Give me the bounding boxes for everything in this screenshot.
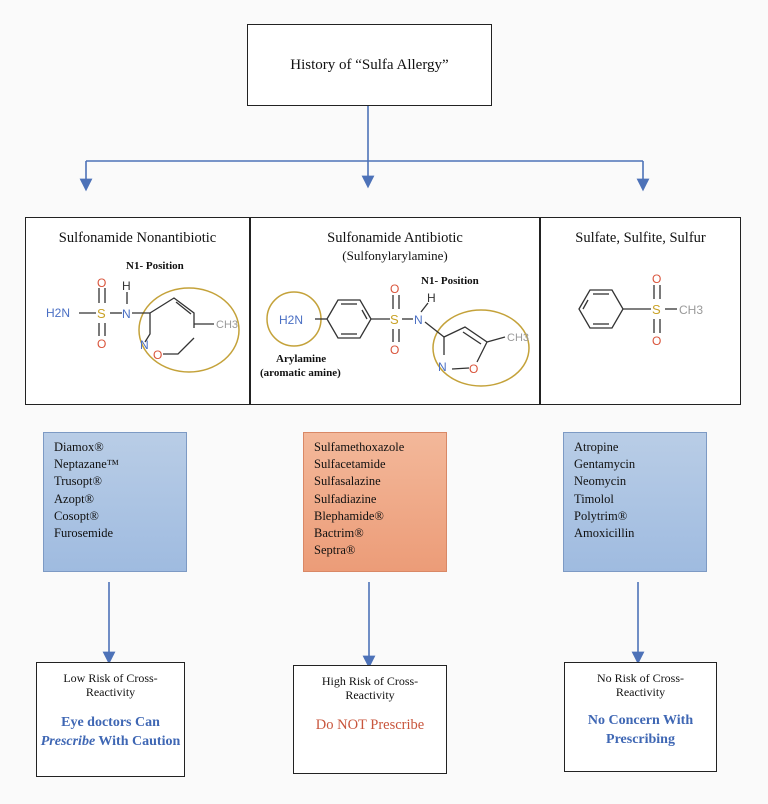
atom-ch3: CH3 bbox=[216, 319, 238, 331]
category-title: Sulfonamide Antibiotic bbox=[327, 230, 463, 246]
arylamine-label: Arylamine bbox=[276, 353, 326, 365]
drug-item: Sulfacetamide bbox=[314, 457, 386, 472]
n1-position-label: N1- Position bbox=[126, 260, 184, 272]
category-nonantibiotic: Sulfonamide Nonantibiotic N1- Position H… bbox=[25, 217, 250, 405]
atom-n: N bbox=[414, 313, 423, 327]
atom-ch3: CH3 bbox=[507, 332, 529, 344]
atom-o-top: O bbox=[652, 272, 661, 286]
risk-action-post: With Caution bbox=[98, 734, 181, 749]
drug-item: Cosopt® bbox=[54, 508, 99, 523]
risk-box-none: No Risk of Cross-Reactivity No Concern W… bbox=[564, 662, 717, 772]
drug-list-antibiotic: Sulfamethoxazole Sulfacetamide Sulfasala… bbox=[303, 432, 447, 572]
drug-item: Septra® bbox=[314, 543, 356, 558]
drug-item: Polytrim® bbox=[574, 508, 628, 523]
risk-action: No Concern With Prescribing bbox=[587, 713, 694, 747]
drug-item: Trusopt® bbox=[54, 474, 102, 489]
drug-item: Sulfadiazine bbox=[314, 491, 377, 506]
risk-title: High Risk of Cross-Reactivity bbox=[321, 674, 419, 702]
atom-h2n: H2N bbox=[279, 313, 303, 327]
risk-action-em: Prescribe bbox=[40, 734, 96, 749]
drug-item: Amoxicillin bbox=[574, 526, 635, 541]
drug-item: Gentamycin bbox=[574, 457, 636, 472]
risk-action-pre: Eye doctors Can bbox=[61, 715, 160, 730]
n1-position-label: N1- Position bbox=[421, 275, 479, 287]
risk-title: No Risk of Cross-Reactivity bbox=[596, 671, 684, 699]
risk-box-low: Low Risk of Cross-Reactivity Eye doctors… bbox=[36, 662, 185, 777]
drug-item: Neomycin bbox=[574, 474, 627, 489]
structure-methylsulfonylbenzene: S O O CH3 bbox=[578, 272, 703, 348]
atom-s: S bbox=[652, 302, 661, 317]
atom-ring-o: O bbox=[153, 348, 162, 362]
atom-h: H bbox=[122, 279, 131, 293]
atom-o-bottom: O bbox=[390, 343, 399, 357]
risk-action: Eye doctors Can Prescribe With Caution bbox=[37, 713, 184, 751]
drug-item: Timolol bbox=[574, 491, 614, 506]
atom-n: N bbox=[122, 307, 131, 321]
aromatic-amine-label: (aromatic amine) bbox=[260, 367, 341, 379]
atom-s: S bbox=[97, 306, 106, 321]
drug-item: Bactrim® bbox=[314, 526, 364, 541]
risk-action: Do NOT Prescribe bbox=[315, 717, 425, 733]
drug-item: Furosemide bbox=[54, 526, 114, 541]
drug-list-sulfate: Atropine Gentamycin Neomycin Timolol Pol… bbox=[563, 432, 707, 572]
drug-list-nonantibiotic: Diamox® Neptazane™ Trusopt® Azopt® Cosop… bbox=[43, 432, 187, 572]
title-box: History of “Sulfa Allergy” bbox=[247, 24, 492, 106]
n1-position-circle bbox=[138, 287, 240, 373]
drug-item: Diamox® bbox=[54, 440, 104, 454]
drug-item: Sulfasalazine bbox=[314, 474, 381, 489]
atom-ring-o: O bbox=[469, 362, 478, 376]
atom-o-top: O bbox=[97, 276, 106, 290]
atom-o-bottom: O bbox=[652, 334, 661, 348]
atom-o-bottom: O bbox=[97, 337, 106, 351]
atom-ring-n: N bbox=[438, 360, 447, 374]
category-sulfate: Sulfate, Sulfite, Sulfur S O O CH3 bbox=[540, 217, 741, 405]
risk-title: Low Risk of Cross-Reactivity bbox=[63, 671, 158, 699]
atom-o-top: O bbox=[390, 282, 399, 296]
drug-item: Blephamide® bbox=[314, 508, 384, 523]
structure-sulfonamide-nonantibiotic: N1- Position H2N S O O H N N O bbox=[46, 260, 240, 373]
drug-item: Sulfamethoxazole bbox=[314, 440, 405, 454]
atom-ch3: CH3 bbox=[679, 303, 703, 317]
n1-position-circle bbox=[432, 309, 530, 387]
category-title: Sulfonamide Nonantibiotic bbox=[58, 230, 217, 246]
drug-item: Neptazane™ bbox=[54, 457, 119, 472]
diagram-title: History of “Sulfa Allergy” bbox=[290, 56, 449, 73]
category-title: Sulfate, Sulfite, Sulfur bbox=[575, 230, 706, 246]
atom-h2n: H2N bbox=[46, 306, 70, 320]
drug-item: Atropine bbox=[574, 440, 619, 454]
drug-item: Azopt® bbox=[54, 491, 95, 506]
risk-box-high: High Risk of Cross-Reactivity Do NOT Pre… bbox=[293, 665, 447, 774]
structure-sulfonamide-antibiotic: N1- Position Arylamine (aromatic amine) bbox=[260, 275, 530, 387]
category-antibiotic: Sulfonamide Antibiotic (Sulfonylarylamin… bbox=[250, 217, 540, 405]
atom-h: H bbox=[427, 291, 436, 305]
atom-ring-n: N bbox=[140, 338, 149, 352]
category-subtitle: (Sulfonylarylamine) bbox=[342, 248, 448, 263]
atom-s: S bbox=[390, 312, 399, 327]
